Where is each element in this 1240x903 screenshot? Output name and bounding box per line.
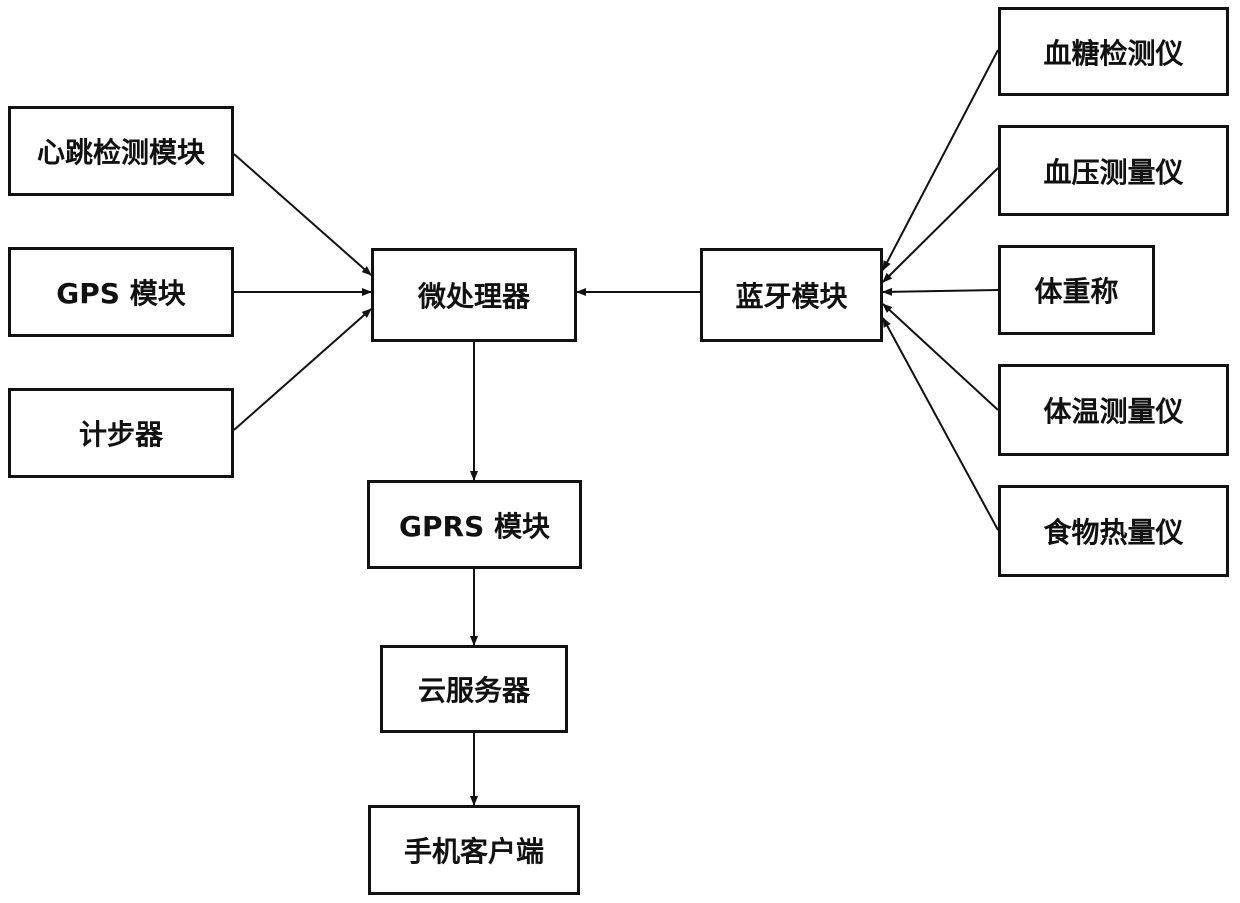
gprs-module-box: GPRS 模块	[367, 480, 582, 569]
thermometer-box: 体温测量仪	[998, 364, 1229, 456]
gps-module-box: GPS 模块	[8, 247, 234, 337]
food-calorie-meter-box: 食物热量仪	[998, 485, 1229, 577]
phone-client-box: 手机客户端	[368, 805, 580, 895]
blood-glucose-meter-box: 血糖检测仪	[998, 7, 1229, 96]
arrow-heartbeat-to-microprocessor	[234, 154, 371, 275]
arrow-glucose-to-bluetooth	[883, 50, 998, 270]
arrow-scale-to-bluetooth	[883, 290, 998, 292]
pedometer-box: 计步器	[8, 388, 234, 478]
blood-pressure-meter-box: 血压测量仪	[998, 125, 1229, 216]
arrow-pressure-to-bluetooth	[883, 168, 998, 282]
arrow-calorie-to-bluetooth	[883, 318, 998, 530]
microprocessor-box: 微处理器	[371, 248, 577, 342]
arrow-pedometer-to-microprocessor	[234, 309, 371, 430]
heartbeat-module-box: 心跳检测模块	[8, 106, 234, 196]
bluetooth-module-box: 蓝牙模块	[700, 248, 883, 342]
cloud-server-box: 云服务器	[380, 645, 568, 733]
weight-scale-box: 体重称	[998, 245, 1155, 335]
arrow-thermometer-to-bluetooth	[883, 304, 998, 410]
